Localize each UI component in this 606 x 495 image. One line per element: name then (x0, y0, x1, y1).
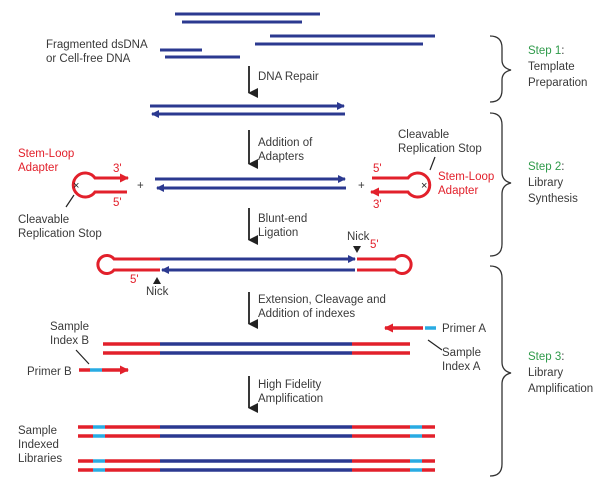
fragmented-dna-strands (160, 12, 435, 59)
ligated-5-prime-top: 5' (370, 239, 379, 251)
ligated-5-prime-bottom: 5' (130, 274, 139, 286)
cleavable-right-line2: Replication Stop (398, 143, 482, 155)
blunt-end-line1: Blunt-end (258, 213, 307, 225)
high-fidelity-line2: Amplification (258, 393, 323, 405)
step-3-name-line2: Amplification (528, 383, 593, 395)
nick-marker-top (353, 246, 361, 253)
sample-index-b-line2: Index B (50, 335, 89, 347)
step-1-name-line2: Preparation (528, 77, 587, 89)
brace-step-3 (489, 265, 512, 477)
high-fidelity-line1: High Fidelity (258, 379, 322, 391)
step-1-name-line1: Template (528, 61, 575, 73)
brace-step-1 (489, 35, 512, 103)
pointer-index-b (75, 349, 90, 365)
plus-right: + (358, 180, 365, 192)
ligated-product (96, 254, 413, 275)
right-3-prime: 3' (373, 199, 382, 211)
stem-loop-left-line2: Adapter (18, 162, 58, 174)
extension-line1: Extension, Cleavage and (258, 294, 386, 306)
cleavable-left-line2: Replication Stop (18, 228, 102, 240)
extended-template (103, 342, 410, 355)
cleavable-left-line1: Cleavable (18, 214, 69, 226)
libraries-line2: Indexed (18, 439, 59, 451)
blunt-end-line2: Ligation (258, 227, 298, 239)
stem-loop-right-line2: Adapter (438, 185, 478, 197)
stem-loop-adapter-left: × (71, 171, 129, 199)
plus-left: + (137, 180, 144, 192)
step-2-heading: Step 2: (528, 161, 564, 173)
primer-a-label: Primer A (442, 323, 486, 335)
stem-loop-right-line1: Stem-Loop (438, 171, 494, 183)
stem-loop-adapter-right: × (370, 171, 432, 199)
sample-index-a-line2: Index A (442, 361, 481, 373)
addition-adapters-line2: Adapters (258, 151, 304, 163)
indexed-library-2 (78, 459, 435, 472)
libraries-line3: Libraries (18, 453, 62, 465)
step-2-name-line1: Library (528, 177, 563, 189)
left-5-prime: 5' (113, 197, 122, 209)
fragmented-label-line2: or Cell-free DNA (46, 53, 131, 65)
sample-index-b-line1: Sample (50, 321, 89, 333)
step-3-name-line1: Library (528, 367, 563, 379)
pointer-cleavable-right (429, 156, 436, 171)
pointer-index-a (427, 339, 443, 351)
svg-text:×: × (421, 180, 427, 192)
primer-b-label: Primer B (27, 366, 72, 378)
nick-label-bottom: Nick (146, 286, 169, 298)
pointer-cleavable-left (65, 194, 75, 208)
step-3-heading: Step 3: (528, 351, 564, 363)
nick-marker-bottom (153, 277, 161, 284)
indexed-library-1 (78, 425, 435, 438)
nick-label-top: Nick (347, 231, 370, 243)
stem-loop-left-line1: Stem-Loop (18, 148, 74, 160)
libraries-line1: Sample (18, 425, 57, 437)
dna-repair-label: DNA Repair (258, 71, 319, 83)
addition-adapters-line1: Addition of (258, 137, 313, 149)
svg-text:×: × (73, 180, 79, 192)
step-1-heading: Step 1: (528, 45, 564, 57)
cleavable-right-line1: Cleavable (398, 129, 449, 141)
brace-step-2 (489, 112, 512, 257)
left-3-prime: 3' (113, 163, 122, 175)
dsdna-before-ligation (155, 175, 346, 192)
repaired-dsdna (150, 102, 345, 118)
sample-index-a-line1: Sample (442, 347, 481, 359)
extension-line2: Addition of indexes (258, 308, 355, 320)
step-2-name-line2: Synthesis (528, 193, 578, 205)
step-braces (489, 35, 512, 477)
fragmented-label-line1: Fragmented dsDNA (46, 39, 148, 51)
right-5-prime: 5' (373, 163, 382, 175)
